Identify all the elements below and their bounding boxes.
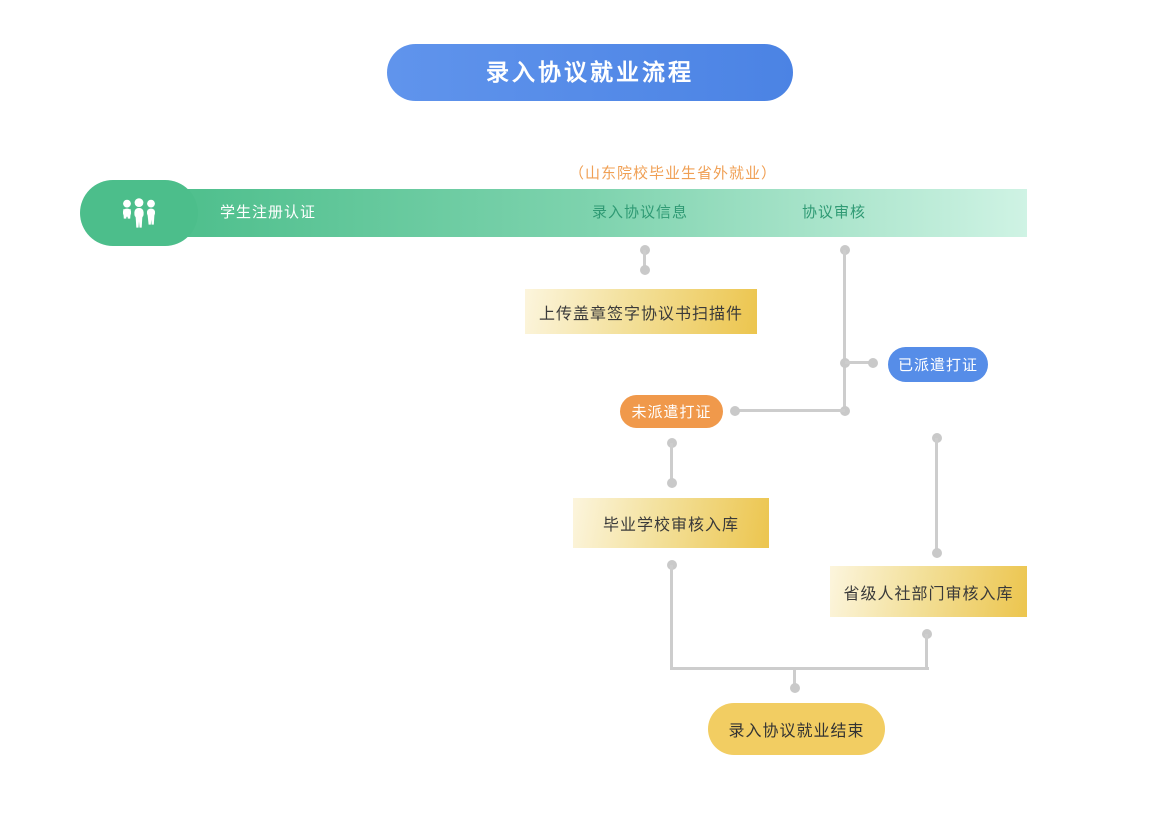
connector-dot <box>790 683 800 693</box>
bar-step-agreement-review: 协议审核 <box>802 204 867 221</box>
process-end-pill: 录入协议就业结束 <box>708 703 885 755</box>
connector-dot <box>730 406 740 416</box>
connector-dot <box>840 406 850 416</box>
not-dispatched-status-pill: 未派遣打证 <box>620 395 723 428</box>
connector-dot <box>640 265 650 275</box>
bar-step-student-register: 学生注册认证 <box>220 204 317 221</box>
connector-line <box>670 443 673 483</box>
province-review-box: 省级人社部门审核入库 <box>830 566 1027 617</box>
subtitle: （山东院校毕业生省外就业） <box>568 165 777 182</box>
group-icon <box>123 198 155 228</box>
connector-line <box>935 438 938 553</box>
connector-line <box>925 634 928 670</box>
connector-line <box>672 667 929 670</box>
process-bar <box>160 189 1027 237</box>
connector-dot <box>868 358 878 368</box>
upload-scan-box: 上传盖章签字协议书扫描件 <box>525 289 757 334</box>
bar-step-enter-agreement-info: 录入协议信息 <box>592 204 689 221</box>
connector-line <box>643 250 646 270</box>
process-bar-icon-block <box>80 180 198 246</box>
connector-dot <box>667 478 677 488</box>
connector-line <box>845 361 873 364</box>
connector-dot <box>932 548 942 558</box>
school-review-box: 毕业学校审核入库 <box>573 498 769 548</box>
connector-line <box>843 250 846 411</box>
page-title: 录入协议就业流程 <box>387 44 793 101</box>
connector-line <box>735 409 845 412</box>
dispatched-status-pill: 已派遣打证 <box>888 347 988 382</box>
connector-line <box>793 667 796 688</box>
connector-line <box>670 565 673 670</box>
